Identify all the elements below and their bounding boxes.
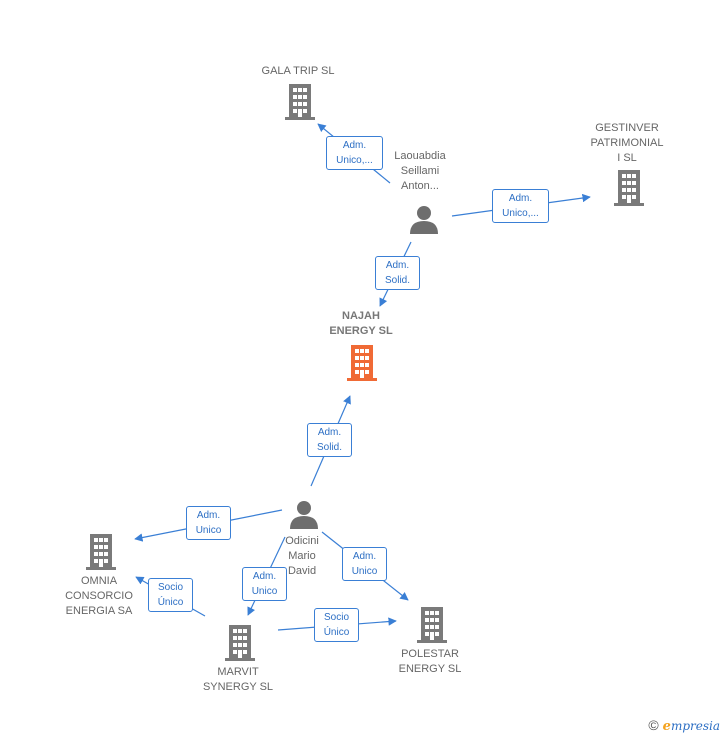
person-icon[interactable] [289, 499, 319, 529]
building-icon[interactable] [417, 607, 447, 643]
node-label-omnia[interactable]: OMNIA CONSORCIO ENERGIA SA [65, 575, 133, 617]
brand-footer: ©empresia [648, 717, 720, 734]
edge-label-odicini-omnia[interactable]: Adm. Unico [186, 506, 231, 540]
edge-label-odicini-marvit[interactable]: Adm. Unico [242, 567, 287, 601]
edge-label-marvit-omnia[interactable]: Socio Único [148, 578, 193, 612]
building-icon[interactable] [285, 84, 315, 120]
brand-logo-e: e [662, 719, 671, 734]
edge-label-odicini-polestar[interactable]: Adm. Unico [342, 547, 387, 581]
node-label-marvit[interactable]: MARVIT SYNERGY SL [202, 666, 274, 693]
edge-label-laouabdia-gestinver[interactable]: Adm. Unico,... [492, 189, 549, 223]
edge-label-laouabdia-gala[interactable]: Adm. Unico,... [326, 136, 383, 170]
node-label-polestar[interactable]: POLESTAR ENERGY SL [398, 648, 462, 675]
edge-label-odicini-najah[interactable]: Adm. Solid. [307, 423, 352, 457]
building-icon[interactable] [86, 534, 116, 570]
brand-logo-text: mpresia [670, 719, 720, 733]
node-label-odicini[interactable]: Odicini Mario David [285, 535, 319, 577]
node-label-gala-trip[interactable]: GALA TRIP SL [261, 65, 335, 77]
building-icon-focus[interactable] [347, 345, 377, 381]
building-icon[interactable] [614, 170, 644, 206]
edge-label-laouabdia-najah[interactable]: Adm. Solid. [375, 256, 420, 290]
node-label-laouabdia[interactable]: Laouabdia Seillami Anton... [394, 150, 446, 192]
node-label-gestinver[interactable]: GESTINVER PATRIMONIAL I SL [590, 122, 664, 164]
copyright-icon: © [648, 717, 659, 733]
node-label-najah[interactable]: NAJAH ENERGY SL [329, 310, 393, 337]
person-icon[interactable] [409, 204, 439, 234]
building-icon[interactable] [225, 625, 255, 661]
edge-label-marvit-polestar[interactable]: Socio Único [314, 608, 359, 642]
